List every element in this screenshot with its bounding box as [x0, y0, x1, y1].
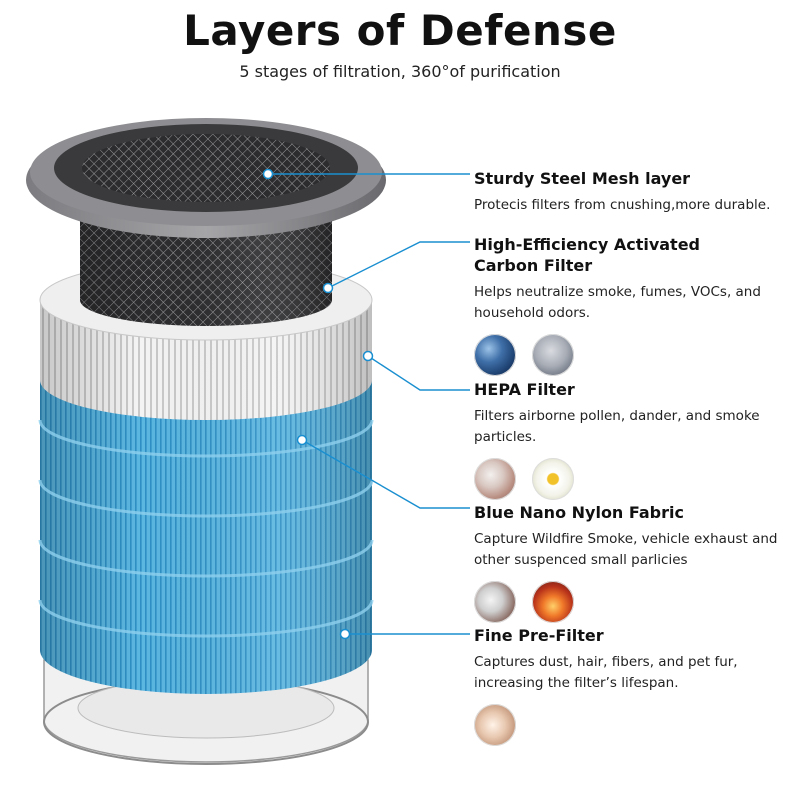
- layer-description: Protecis filters from cnushing,more dura…: [474, 197, 771, 213]
- layer-thumbnails: [474, 334, 794, 376]
- page-subtitle: 5 stages of filtration, 360°of purificat…: [239, 62, 561, 81]
- callout-dot: [339, 628, 351, 640]
- carbon-core: [80, 210, 332, 326]
- exhaust-smoke-image: [474, 581, 516, 623]
- layer-title: Blue Nano Nylon Fabric: [474, 503, 684, 522]
- callout-dot: [262, 168, 274, 180]
- callout-line: [367, 355, 470, 391]
- smoke-stack-image: [532, 334, 574, 376]
- layer-title: Sturdy Steel Mesh layer: [474, 169, 691, 188]
- callout-line: [301, 439, 470, 509]
- layer-description: Helps neutralize smoke, fumes, VOCs, and…: [474, 284, 761, 321]
- layer-thumbnails: [474, 458, 794, 500]
- callout-dot: [296, 434, 308, 446]
- layer-description: Filters airborne pollen, dander, and smo…: [474, 408, 760, 445]
- pollen-image: [474, 458, 516, 500]
- callout-line: [327, 241, 470, 289]
- page-title: Layers of Defense: [183, 6, 617, 55]
- flower-image: [532, 458, 574, 500]
- blue-pleated-body: [38, 370, 374, 694]
- layer-description: Captures dust, hair, fibers, and pet fur…: [474, 654, 738, 691]
- blue-particles-image: [474, 334, 516, 376]
- steel-mesh-lid: [26, 118, 386, 238]
- callout-dot: [322, 282, 334, 294]
- layer-title: High-Efficiency Activated Carbon Filter: [474, 235, 701, 275]
- layer-thumbnails: [474, 581, 794, 623]
- layer-title: Fine Pre-Filter: [474, 626, 604, 645]
- wildfire-image: [532, 581, 574, 623]
- layer-description: Capture Wildfire Smoke, vehicle exhaust …: [474, 531, 778, 568]
- layer-thumbnails: [474, 704, 794, 746]
- callout-dot: [362, 350, 374, 362]
- layer-title: HEPA Filter: [474, 380, 575, 399]
- dust-image: [474, 704, 516, 746]
